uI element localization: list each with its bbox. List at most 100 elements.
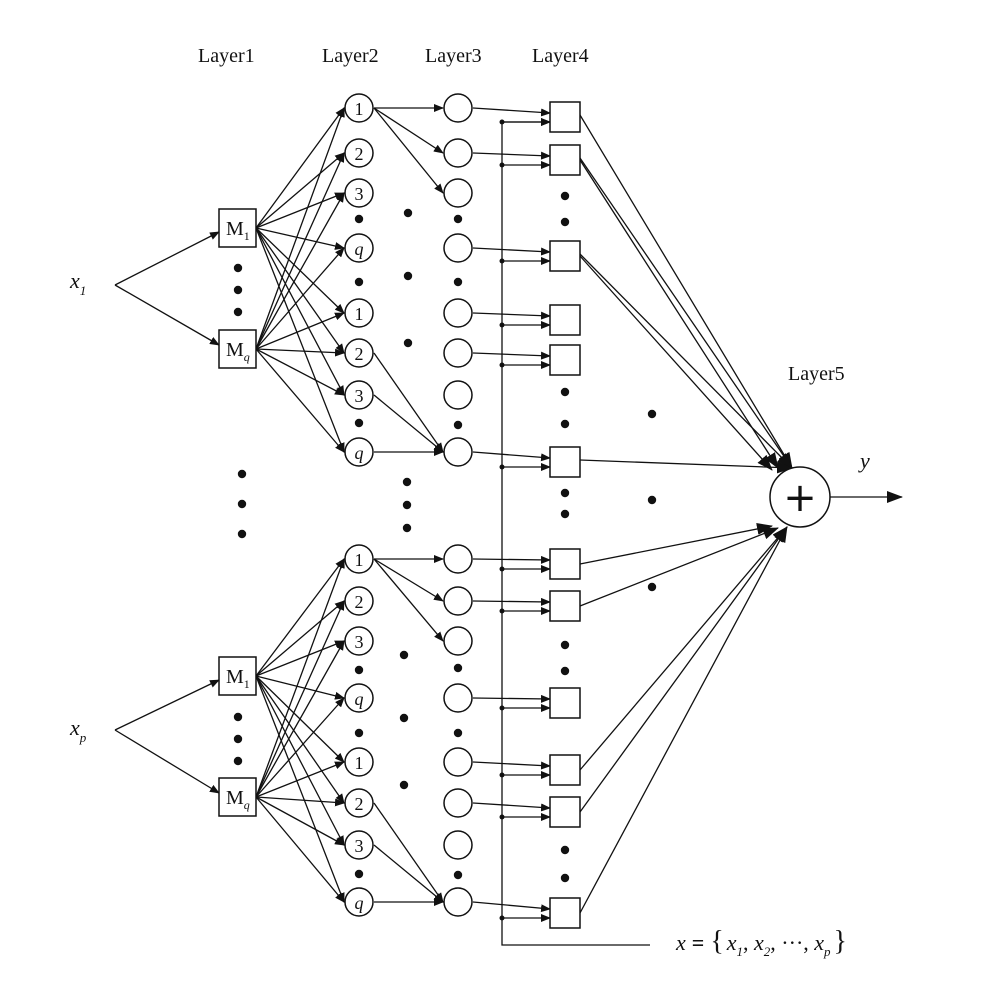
normalization-node — [443, 338, 473, 368]
norm-to-consequent-edge — [472, 802, 551, 812]
membership-label: Mq — [226, 339, 250, 364]
rule-node-label: q — [355, 893, 364, 913]
ellipsis-dot — [403, 338, 413, 348]
membership-to-rule-edge — [255, 348, 345, 396]
rule-node — [344, 138, 374, 168]
rule-node — [344, 178, 374, 208]
ellipsis-dot — [237, 469, 247, 479]
consequent-to-sum-edge — [579, 527, 779, 607]
consequent-to-sum-edge — [579, 526, 788, 914]
ellipsis-dot — [233, 734, 243, 744]
ellipsis-dot — [233, 307, 243, 317]
consequent-to-sum-edge — [579, 114, 793, 469]
rule-node — [344, 544, 374, 574]
consequent-node — [549, 446, 581, 478]
ellipsis-dot — [453, 663, 463, 673]
consequent-to-sum-edge — [579, 526, 788, 771]
ellipsis-dot — [453, 870, 463, 880]
normalization-node — [443, 298, 473, 328]
membership-label: M1 — [226, 218, 250, 243]
ellipsis-dot — [403, 208, 413, 218]
rule-node-label: q — [355, 443, 364, 463]
input-set-formula: x={x1, x2, ···, xp} — [675, 926, 847, 959]
normalization-node — [443, 93, 473, 123]
norm-to-consequent-edge — [472, 311, 551, 320]
output-y-label: y — [858, 448, 870, 473]
ellipsis-dot — [647, 495, 657, 505]
connection-edges — [114, 104, 793, 946]
membership-to-rule-edge — [255, 675, 345, 903]
ellipsis-dot — [560, 419, 570, 429]
consequent-node — [549, 796, 581, 828]
rule-node — [344, 683, 374, 713]
ellipsis-dot — [560, 191, 570, 201]
rule-node-label: 2 — [355, 144, 364, 164]
ellipsis-dot — [402, 500, 412, 510]
ellipsis-dot — [354, 277, 364, 287]
membership-to-rule-edge — [255, 697, 345, 798]
ellipsis-dot — [354, 728, 364, 738]
consequent-node — [549, 144, 581, 176]
rule-node-label: 1 — [355, 99, 364, 119]
layer5-title: Layer5 — [788, 363, 845, 385]
ellipsis-dot — [402, 477, 412, 487]
ellipsis-dot — [354, 214, 364, 224]
ellipsis-dot — [354, 869, 364, 879]
ellipsis-dot — [237, 529, 247, 539]
normalization-node — [443, 233, 473, 263]
consequent-node — [549, 548, 581, 580]
ellipsis-dot — [453, 728, 463, 738]
normalization-node — [443, 788, 473, 818]
ellipsis-dot — [453, 214, 463, 224]
consequent-node — [549, 897, 581, 929]
normalization-node — [443, 887, 473, 917]
norm-to-consequent-edge — [472, 151, 551, 160]
membership-to-rule-edge — [255, 107, 345, 229]
membership-label: Mq — [226, 787, 250, 812]
rule-to-norm-edge — [373, 352, 444, 453]
rule-node — [344, 887, 374, 917]
membership-to-rule-edge — [255, 640, 345, 798]
rule-node — [344, 747, 374, 777]
layer1-title: Layer1 — [198, 45, 255, 67]
ellipsis-dot — [560, 845, 570, 855]
ellipsis-dot — [560, 873, 570, 883]
norm-to-consequent-edge — [472, 555, 551, 564]
rule-node-label: 3 — [355, 632, 364, 652]
layer4-title: Layer4 — [532, 45, 589, 67]
rule-node-label: 3 — [355, 836, 364, 856]
membership-function-box — [218, 329, 257, 369]
membership-function-box — [218, 777, 257, 817]
membership-to-rule-edge — [255, 796, 345, 903]
norm-to-consequent-edge — [472, 351, 551, 360]
membership-to-rule-edge — [255, 312, 345, 350]
rule-to-norm-edge — [373, 558, 444, 602]
membership-to-rule-edge — [255, 192, 345, 229]
normalization-node — [443, 626, 473, 656]
rule-node — [344, 93, 374, 123]
rule-node-label: 1 — [355, 550, 364, 570]
ellipsis-dot — [233, 263, 243, 273]
rule-node — [344, 586, 374, 616]
rule-node-label: 2 — [355, 592, 364, 612]
normalization-node — [443, 683, 473, 713]
ellipsis-dot — [402, 523, 412, 533]
norm-to-consequent-edge — [472, 247, 551, 256]
rule-node-label: 1 — [355, 753, 364, 773]
input-x1-label: x1 — [69, 268, 86, 298]
membership-function-box — [218, 208, 257, 248]
consequent-to-sum-edge — [579, 157, 793, 469]
layer3-title: Layer3 — [425, 45, 482, 67]
consequent-to-sum-edge — [579, 253, 793, 469]
ellipsis-dot — [399, 780, 409, 790]
ellipsis-dot — [399, 713, 409, 723]
ellipsis-dot — [233, 712, 243, 722]
consequent-to-sum-edge — [579, 459, 793, 474]
membership-to-rule-edge — [255, 152, 345, 350]
input-to-membership-edge — [114, 284, 220, 346]
rule-to-norm-edge — [373, 394, 444, 453]
ellipsis-dot — [354, 665, 364, 675]
membership-to-rule-edge — [255, 227, 345, 354]
normalization-node — [443, 178, 473, 208]
